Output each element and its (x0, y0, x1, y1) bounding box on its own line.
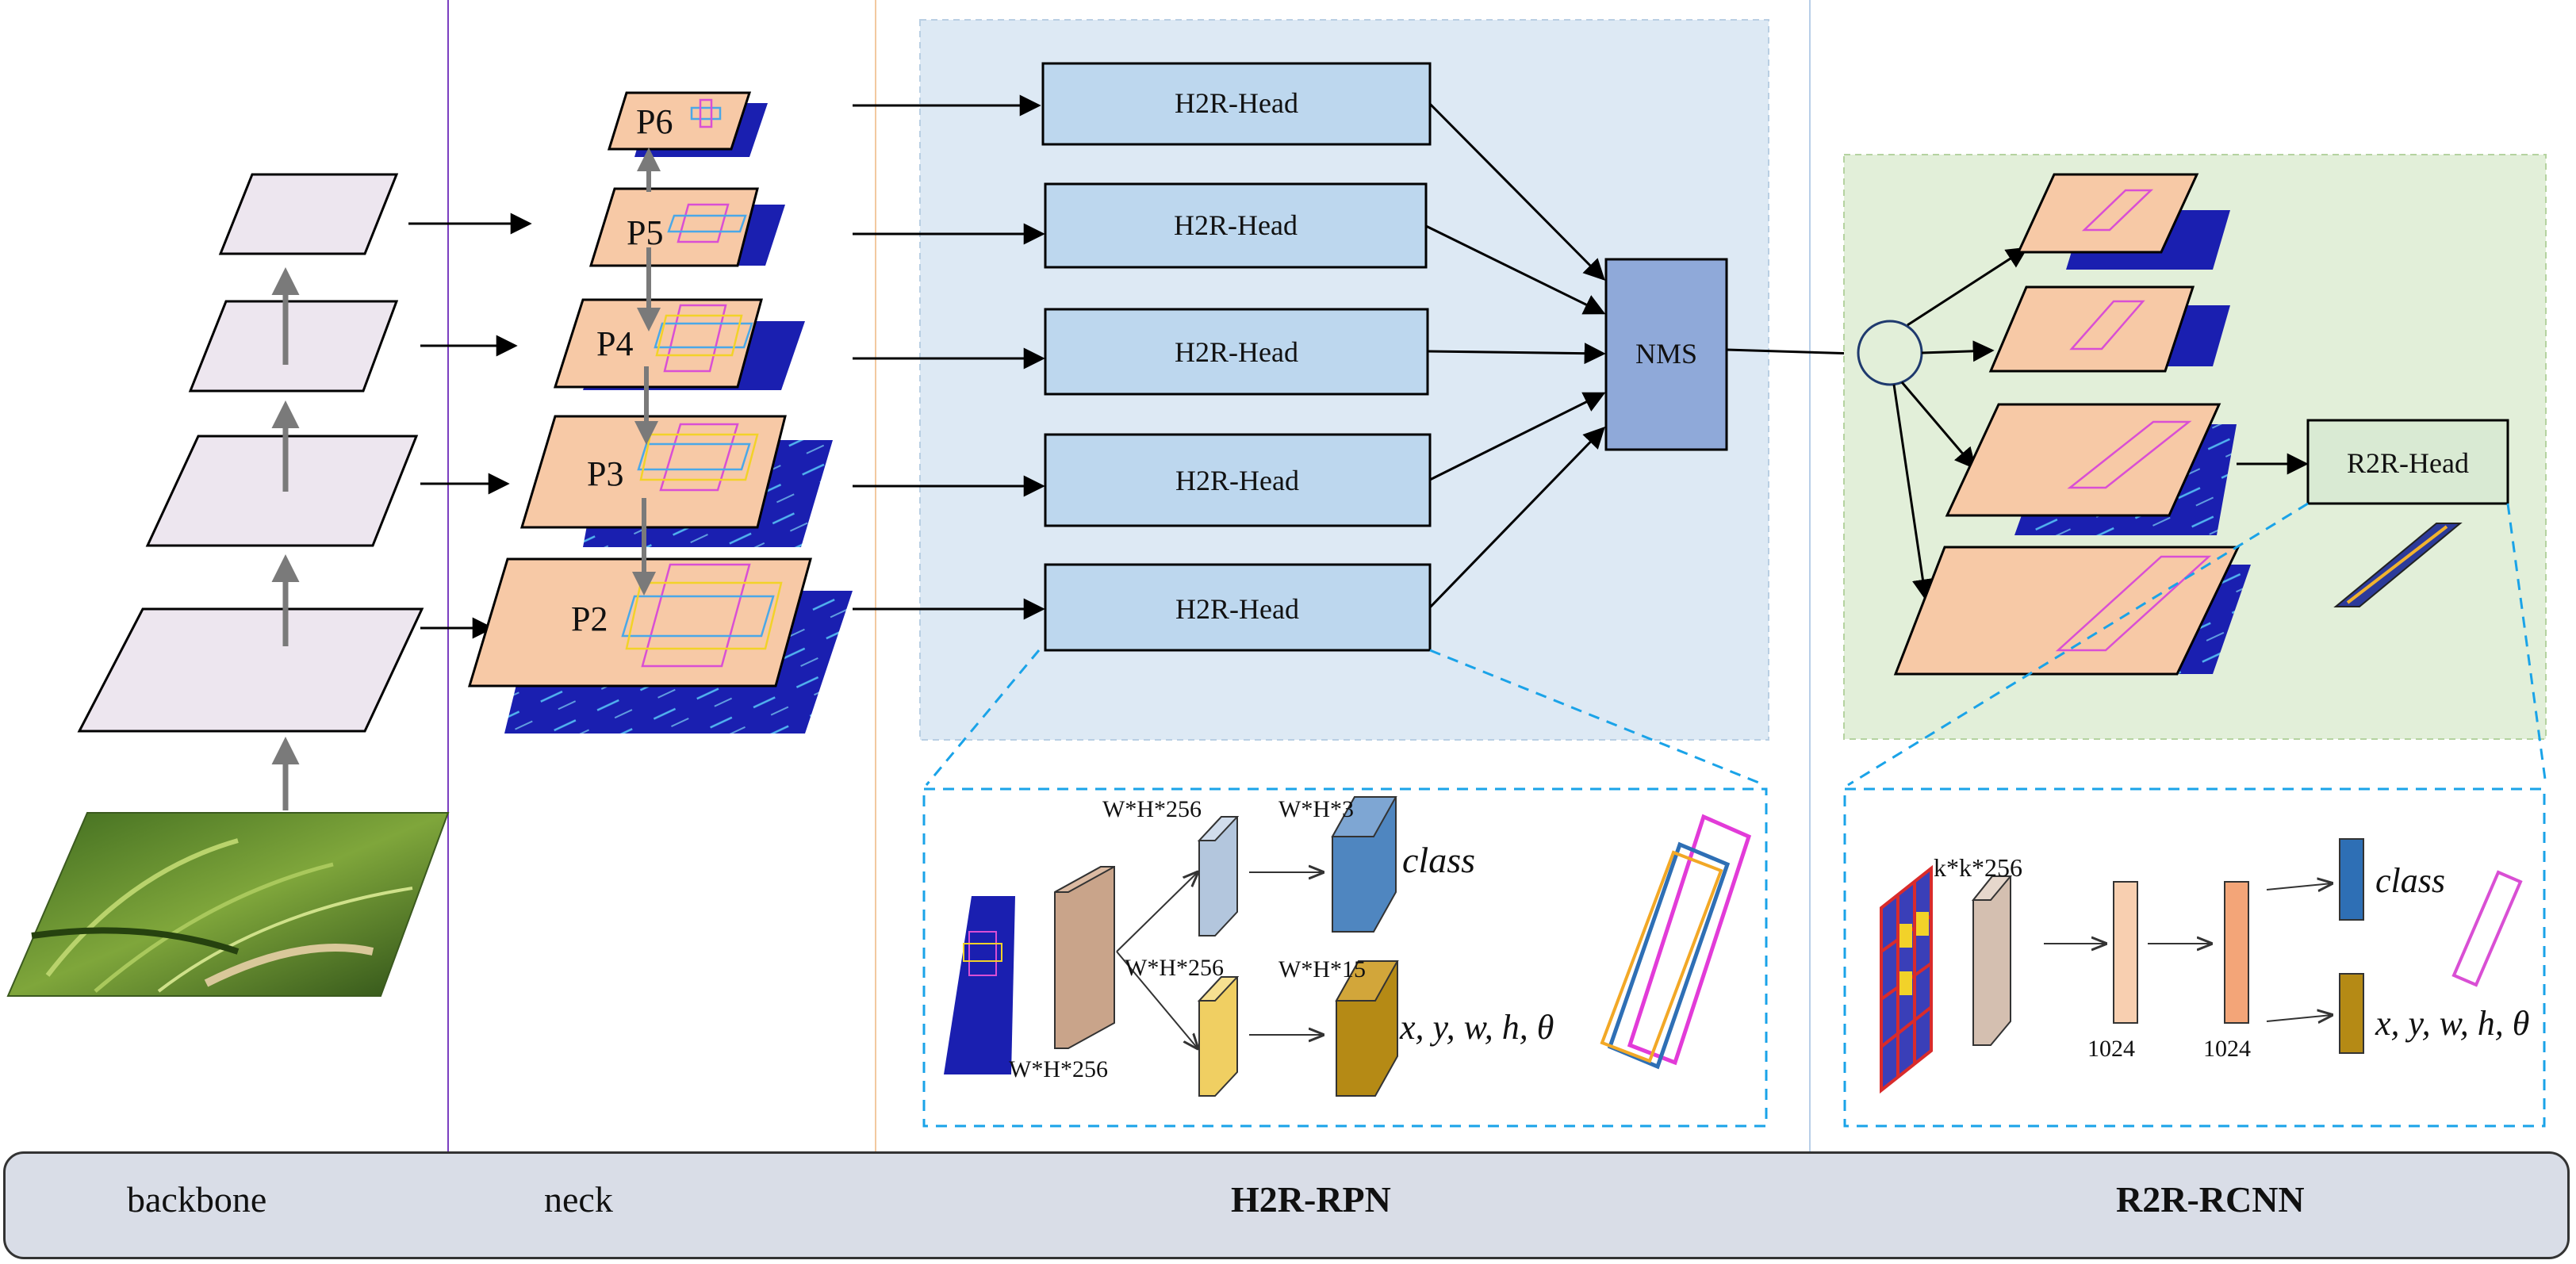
rotated-box-blue (1607, 841, 1731, 1070)
to-nms-arrow (1425, 224, 1606, 315)
zoom-line (1429, 649, 1765, 787)
rotated-box-magenta (1627, 814, 1752, 1066)
nms-out-line (1726, 348, 1857, 355)
roi-feature-label: k*k*256 (1934, 853, 2022, 882)
roi-feature-maps (1893, 173, 2251, 676)
r2r-reg-block (2339, 973, 2364, 1054)
zoom-line (925, 649, 1041, 786)
stage-r2r-rcnn: R2R-RCNN (2116, 1179, 2305, 1220)
h2r-heads: H2R-Head H2R-Head H2R-Head H2R-Head H2R-… (1041, 62, 1432, 652)
to-nms-arrow (1428, 427, 1605, 609)
cls-output-label: W*H*3 (1278, 796, 1354, 822)
h2r-head-label: H2R-Head (1175, 87, 1298, 119)
to-nms-arrow (1427, 343, 1606, 365)
roi-arrow (1921, 340, 1995, 362)
backbone-pyramid (6, 173, 450, 997)
nms-label: NMS (1635, 338, 1697, 370)
roi-feature-block (1972, 875, 2011, 1046)
r2r-cls-block (2339, 838, 2364, 921)
r2r-rotated-box (2451, 870, 2523, 987)
h2r-head-label: H2R-Head (1175, 593, 1299, 625)
detail-input-heatmap (944, 896, 1015, 1074)
roi-arrow (1907, 247, 2029, 327)
stage-neck: neck (544, 1179, 613, 1220)
fc1-label: 1024 (2087, 1036, 2135, 1062)
zoom-line (2506, 503, 2547, 786)
fc2-label: 1024 (2203, 1036, 2251, 1062)
h2r-head-label: H2R-Head (1175, 336, 1298, 368)
feature-map-p3 (519, 415, 787, 529)
stage-h2r-rpn: H2R-RPN (1231, 1179, 1391, 1220)
to-nms-arrow (1428, 102, 1605, 281)
reg-output-label: W*H*15 (1278, 956, 1366, 982)
regression-text: x, y, w, h, θ (1399, 1008, 1554, 1047)
h2r-detail-content: W*H*256 W*H*256 W*H*256 W*H*3 W*H*15 cla… (944, 796, 1752, 1097)
cls-feature-label: W*H*256 (1102, 796, 1202, 822)
feature-map-p5 (588, 187, 759, 267)
p4-label: P4 (596, 324, 633, 363)
class-text: class (1402, 840, 1475, 880)
input-image (6, 812, 450, 997)
r2r-head-label: R2R-Head (2347, 447, 2469, 479)
h2r-head-p2 (1044, 563, 1432, 652)
h2r-head-p3 (1044, 433, 1432, 527)
r2r-class-text: class (2375, 861, 2445, 900)
backbone-level-4 (218, 173, 399, 255)
feature-map-p4 (553, 298, 763, 389)
r2r-detail-content: k*k*256 1024 1024 class x, y, w, h, θ (1880, 838, 2529, 1094)
r2r-regression-text: x, y, w, h, θ (2375, 1004, 2529, 1043)
roi-arrow (1900, 381, 1976, 470)
h2r-head-p4 (1044, 308, 1429, 396)
nms-box (1604, 258, 1728, 451)
roi-arrow (1892, 384, 1934, 601)
feature-pyramid: P6 P5 P4 P3 P2 (467, 91, 853, 734)
backbone-level-3 (188, 300, 399, 393)
zoom-line (1847, 502, 2309, 787)
rotated-box-orange (1600, 850, 1723, 1063)
rotated-roi-highlight (2346, 525, 2448, 604)
fc2-block (2224, 881, 2249, 1024)
input-feature-label: W*H*256 (1009, 1056, 1108, 1082)
reg-feature-label: W*H*256 (1125, 955, 1224, 981)
p3-label: P3 (587, 454, 623, 493)
p6-label: P6 (636, 102, 673, 141)
h2r-head-label: H2R-Head (1174, 209, 1298, 241)
backbone-level-1 (77, 607, 424, 733)
h2r-head-p5 (1044, 182, 1428, 269)
stage-bar (3, 1151, 2570, 1259)
fc1-block (2113, 881, 2138, 1024)
h2r-head-label: H2R-Head (1175, 465, 1299, 496)
stage-backbone: backbone (127, 1179, 267, 1220)
r2r-head-detail (1843, 787, 2546, 1128)
p5-label: P5 (627, 213, 663, 252)
p2-label: P2 (571, 599, 608, 638)
input-feature-block (1054, 866, 1115, 1049)
r2r-head-box (2306, 419, 2509, 505)
to-nms-arrow (1429, 392, 1606, 481)
feature-map-p6 (607, 91, 752, 151)
feature-map-p2 (467, 557, 812, 688)
backbone-level-2 (145, 435, 419, 547)
